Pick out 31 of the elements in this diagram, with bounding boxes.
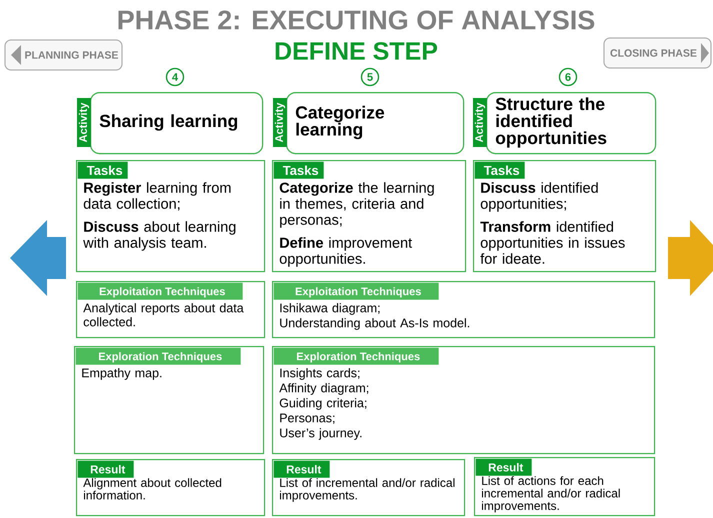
step-number: 5 xyxy=(360,68,380,86)
step-heading: DEFINE STEP xyxy=(276,42,438,60)
section-tag: Result xyxy=(274,460,330,478)
techniques-box: Exploration Techniques Empathy map. xyxy=(74,346,264,454)
section-tag: Result xyxy=(78,460,134,478)
section-tag: Result xyxy=(476,458,532,476)
techniques-box: Exploitation Techniques Analytical reports about data collected. xyxy=(76,281,266,338)
result-box: Result Alignment about collected information. xyxy=(76,459,266,516)
activity-tag: Activity xyxy=(473,98,487,147)
section-tag: Exploration Techniques xyxy=(76,348,241,365)
activity-tag: Activity xyxy=(77,98,91,147)
step-number: 6 xyxy=(558,68,578,86)
step-number: 4 xyxy=(166,68,184,86)
tasks-box: Tasks Categorize the learning in themes, criteria and personas; Define improvement opportunities. xyxy=(272,160,466,272)
section-tag: Exploration Techniques xyxy=(274,348,439,365)
section-tag: Tasks xyxy=(274,162,324,179)
tasks-box: Tasks Register learning from data collection; Discuss about learning with analysis team. xyxy=(76,160,266,272)
activity-tag: Activity xyxy=(273,98,287,147)
section-tag: Tasks xyxy=(474,162,525,179)
section-tag: Exploitation Techniques xyxy=(274,282,439,300)
result-box: Result List of actions for each incremental and/or radical improvements. xyxy=(474,457,656,516)
result-box: Result List of incremental and/or radical improvements. xyxy=(272,459,466,516)
phase-button: CLOSING PHASE xyxy=(604,38,712,68)
techniques-box: Exploitation Techniques Ishikawa diagram; Understanding about As-Is model. xyxy=(272,281,656,338)
section-tag: Exploitation Techniques xyxy=(78,282,243,300)
section-tag: Tasks xyxy=(78,162,128,179)
title: PHASE 2: EXECUTING OF ANALYSIS xyxy=(118,10,594,30)
tasks-box: Tasks Discuss identified opportunities; Transform identified opportunities in issues for ideate. xyxy=(473,160,656,272)
phase-button: PLANNING PHASE xyxy=(4,40,122,70)
techniques-box: Exploration Techniques Insights cards; Affinity diagram; Guiding criteria; Personas; User’s journey. xyxy=(272,346,656,454)
activity-box: Activity Sharing learning xyxy=(77,92,264,154)
